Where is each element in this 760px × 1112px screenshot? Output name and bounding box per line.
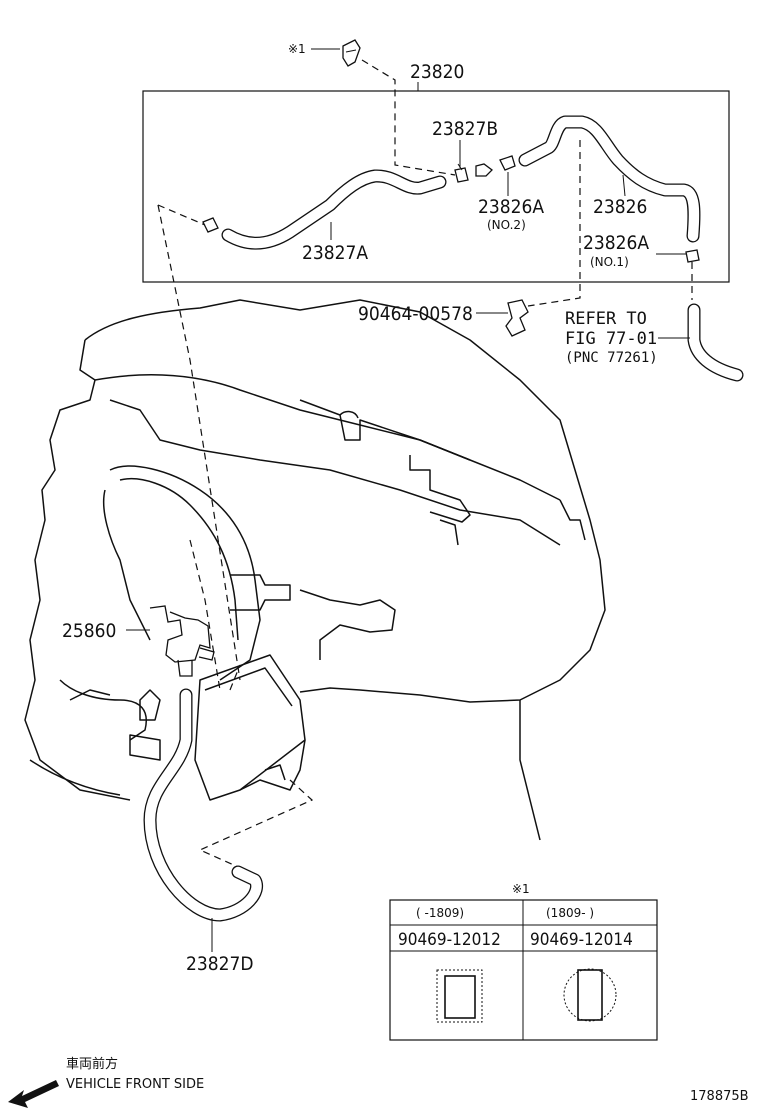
union-23826A-no1-icon xyxy=(685,249,700,263)
union-23826A-no2-icon xyxy=(475,155,516,177)
clip-left-icon xyxy=(202,217,219,233)
hose-23827A xyxy=(221,169,447,250)
hose-23826 xyxy=(518,115,701,243)
refer-line3: (PNC 77261) xyxy=(565,350,658,366)
hose-refer xyxy=(687,303,744,382)
label-23826A-no2: 23826A xyxy=(478,196,544,218)
label-23820: 23820 xyxy=(410,61,464,83)
label-23827A: 23827A xyxy=(302,242,368,264)
clip-note1-icon xyxy=(342,39,361,67)
label-no2: (NO.2) xyxy=(487,218,526,232)
front-arrow-icon xyxy=(8,1080,59,1108)
label-23827D: 23827D xyxy=(186,953,254,975)
dashed-leaders xyxy=(157,59,693,871)
clip-12014-icon xyxy=(563,968,617,1022)
footer-vehicle-front: VEHICLE FRONT SIDE xyxy=(66,1077,204,1092)
note-mark-clip: ※1 xyxy=(288,42,306,56)
assembly-box xyxy=(142,90,730,283)
table-col2-part: 90469-12014 xyxy=(530,930,633,950)
clip-12012-icon xyxy=(436,969,483,1023)
vsv-25860-icon xyxy=(149,605,215,677)
refer-line2: FIG 77-01 xyxy=(565,329,657,349)
label-25860: 25860 xyxy=(62,620,116,642)
label-no1: (NO.1) xyxy=(590,255,629,269)
hose-23827D xyxy=(143,688,263,922)
note-table: ※1 ( -1809) (1809- ) 90469-12012 90469-1… xyxy=(389,882,658,1041)
table-col1-part: 90469-12012 xyxy=(398,930,501,950)
label-23827B: 23827B xyxy=(432,118,498,140)
table-col1-range: ( -1809) xyxy=(416,906,464,920)
label-90464-00578: 90464-00578 xyxy=(358,303,473,325)
table-col2-range: (1809- ) xyxy=(546,906,594,920)
clamp-90464-icon xyxy=(505,299,529,337)
label-23826A-no1: 23826A xyxy=(583,232,649,254)
table-mark: ※1 xyxy=(512,882,530,896)
footer-jp: 車両前方 xyxy=(66,1056,118,1072)
solid-leaders xyxy=(126,48,690,952)
clip-23827B-icon xyxy=(454,163,469,183)
engine-outline xyxy=(24,299,606,841)
figure-code: 178875B xyxy=(690,1089,749,1104)
refer-line1: REFER TO xyxy=(565,309,647,329)
label-23826: 23826 xyxy=(593,196,647,218)
